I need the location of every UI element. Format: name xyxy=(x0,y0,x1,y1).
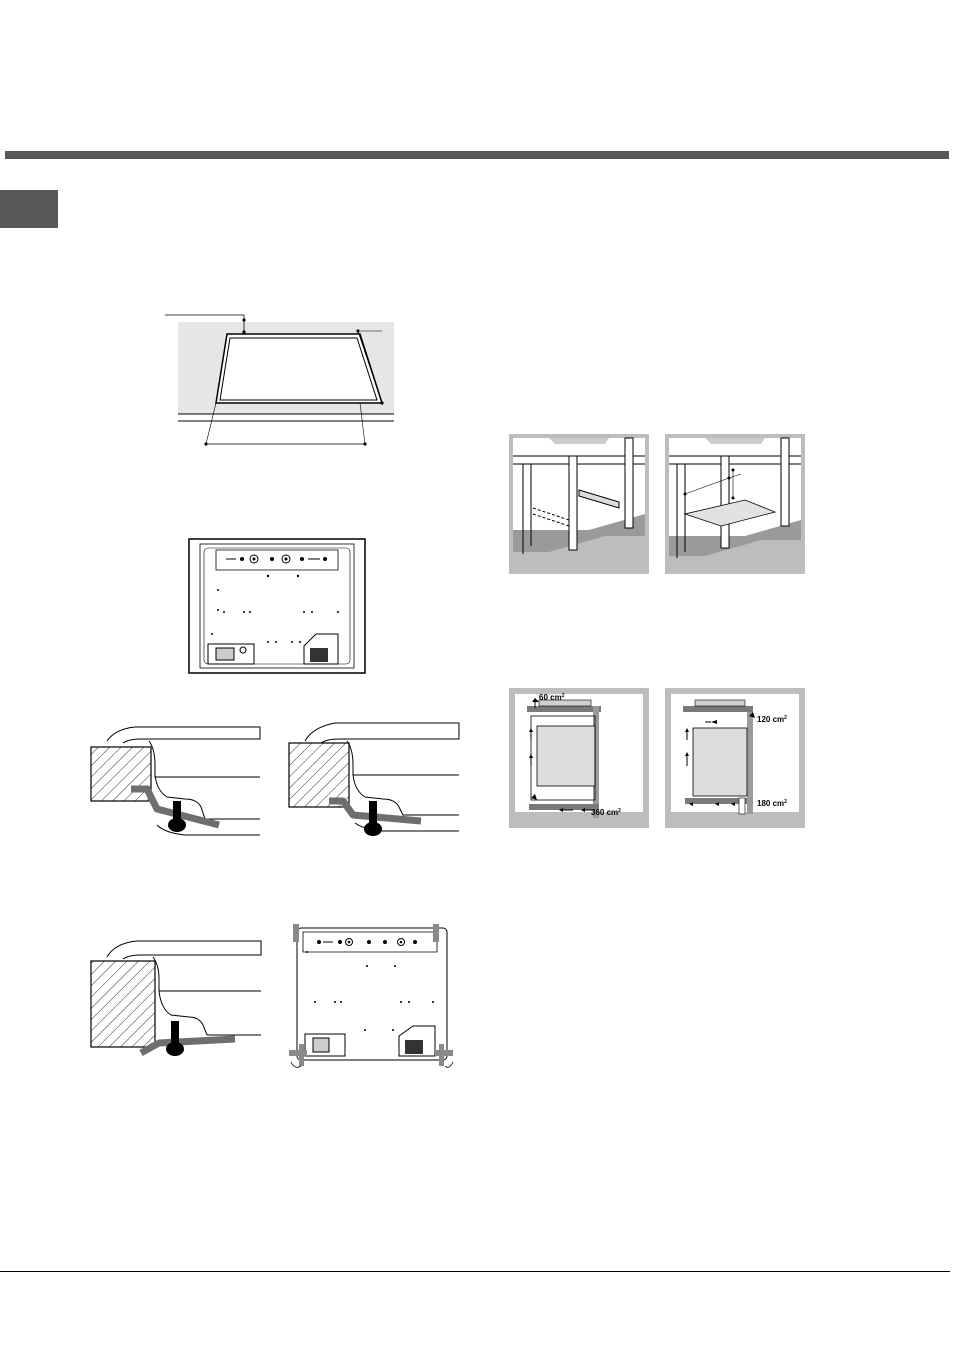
cabinet-shelf-figure xyxy=(665,434,805,574)
cabinet-support-bar-figure xyxy=(509,434,649,574)
ventilation-figure-left: 60 cm2 360 cm2 xyxy=(509,688,649,828)
hob-underside-figure xyxy=(188,538,366,674)
hob-clamp-positions-figure xyxy=(285,922,457,1072)
clamp-detail-c xyxy=(85,935,265,1065)
ventilation-label-top-right: 120 cm2 xyxy=(757,715,787,724)
language-tab xyxy=(0,190,58,228)
cutout-dimension-figure xyxy=(160,305,400,455)
ventilation-label-bottom-right: 180 cm2 xyxy=(757,799,787,808)
footer-rule xyxy=(0,1271,950,1272)
ventilation-label-bottom-left: 360 cm2 xyxy=(591,808,621,817)
ventilation-figure-right: 120 cm2 180 cm2 xyxy=(665,688,805,828)
ventilation-label-top-left: 60 cm2 xyxy=(539,693,565,702)
clamp-detail-a xyxy=(85,715,265,845)
header-bar xyxy=(5,151,949,159)
clamp-detail-b xyxy=(283,715,463,845)
